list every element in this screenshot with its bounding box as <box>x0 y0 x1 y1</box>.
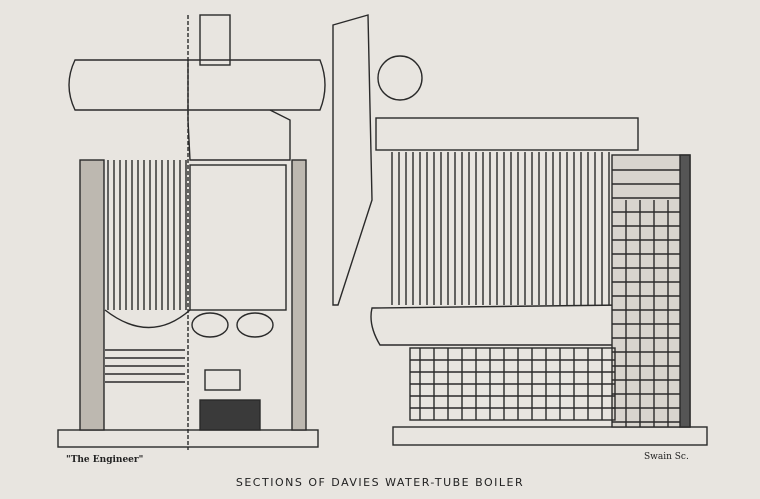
left-right-wall <box>291 159 307 431</box>
right-uptake <box>332 14 373 306</box>
left-tube-bank <box>107 160 187 310</box>
left-firedoor <box>199 399 261 431</box>
left-steam-drum <box>68 59 326 111</box>
right-lower-header <box>370 304 626 346</box>
right-steam-drum <box>377 55 423 101</box>
engraver-credit: Swain Sc. <box>644 452 689 462</box>
left-furnace <box>189 164 287 311</box>
source-credit: "The Engineer" <box>66 455 144 465</box>
right-tube-bank <box>391 152 610 305</box>
right-section-view <box>332 14 708 446</box>
right-upper-header <box>375 117 639 151</box>
right-base <box>392 426 708 446</box>
figure-title: SECTIONS OF DAVIES WATER-TUBE BOILER <box>235 476 525 489</box>
right-brick-grid <box>410 169 680 427</box>
left-section-view <box>57 14 326 450</box>
left-chimney <box>199 14 231 66</box>
left-brickwork <box>105 349 185 383</box>
right-brick-setting <box>611 154 691 428</box>
left-side-wall <box>79 159 105 431</box>
